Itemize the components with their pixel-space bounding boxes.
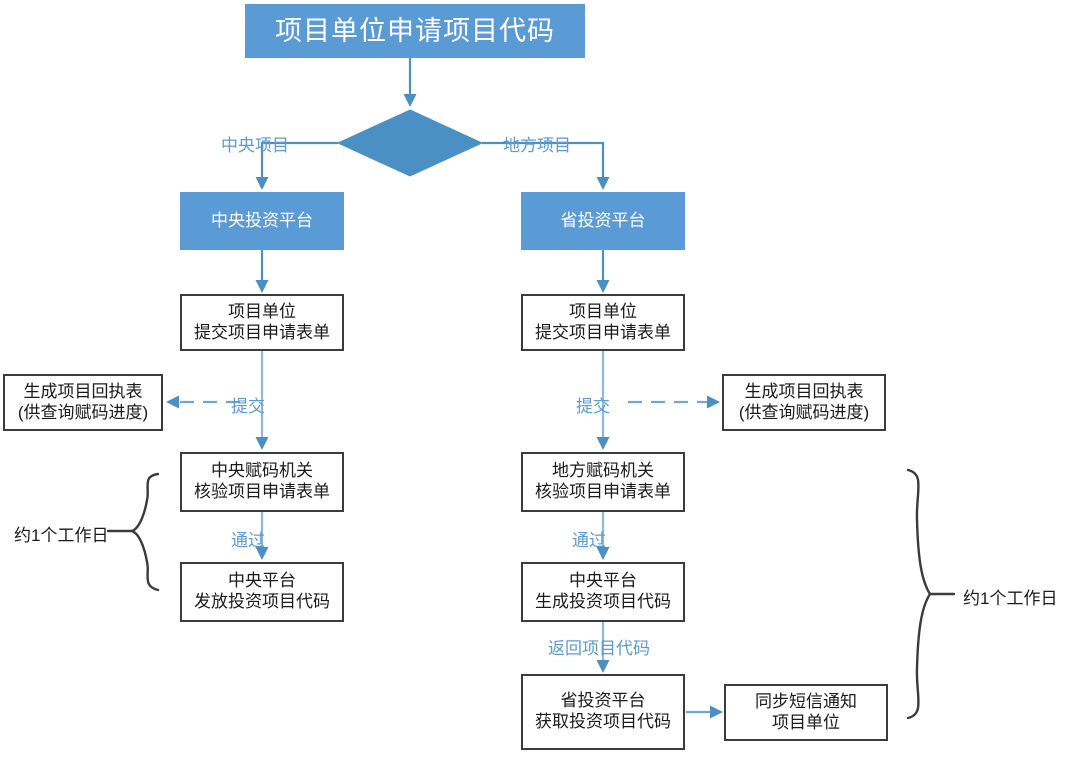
edge-label-right-pass: 通过	[572, 531, 606, 550]
node-right-receipt[interactable]: 生成项目回执表 (供查询赋码进度)	[722, 374, 886, 431]
node-right-submit-line2: 提交项目申请表单	[535, 322, 671, 342]
node-left-issue-line1: 中央平台	[228, 571, 296, 591]
node-province-fetch-line2: 获取投资项目代码	[535, 712, 671, 731]
brace-label-left: 约1个工作日	[14, 526, 109, 545]
node-right-generate-line1: 中央平台	[569, 571, 637, 591]
node-left-verify[interactable]: 中央赋码机关 核验项目申请表单	[180, 452, 344, 512]
node-left-issue-line2: 发放投资项目代码	[194, 592, 330, 611]
node-right-verify-line2: 核验项目申请表单	[535, 482, 671, 501]
node-right-submit[interactable]: 项目单位 提交项目申请表单	[521, 294, 685, 351]
node-left-receipt-line2: (供查询赋码进度)	[17, 402, 149, 422]
right-brace	[906, 468, 932, 720]
node-province-fetch-line1: 省投资平台	[560, 691, 646, 711]
brace-label-right: 约1个工作日	[963, 589, 1058, 608]
node-left-submit-line2: 提交项目申请表单	[194, 322, 330, 342]
decision-diamond	[336, 109, 484, 177]
node-title-text: 项目单位申请项目代码	[275, 15, 555, 46]
node-central-platform-line1: 中央投资平台	[211, 210, 313, 230]
node-left-submit-line1: 项目单位	[228, 301, 296, 321]
edge-label-left-pass: 通过	[231, 531, 265, 550]
node-province-fetch[interactable]: 省投资平台 获取投资项目代码	[521, 674, 685, 750]
node-left-verify-line2: 核验项目申请表单	[194, 482, 330, 501]
branch-label-right: 地方项目	[503, 136, 571, 155]
left-brace	[130, 472, 160, 592]
edge-label-return-code: 返回项目代码	[548, 639, 650, 658]
branch-label-left: 中央项目	[221, 136, 289, 155]
node-right-generate-line2: 生成投资项目代码	[535, 592, 671, 611]
node-left-receipt[interactable]: 生成项目回执表 (供查询赋码进度)	[3, 374, 163, 431]
node-right-generate[interactable]: 中央平台 生成投资项目代码	[521, 562, 685, 622]
edge-label-right-submit-dashed: 提交	[576, 397, 610, 416]
node-province-platform[interactable]: 省投资平台	[521, 192, 685, 250]
node-central-platform[interactable]: 中央投资平台	[180, 192, 344, 250]
node-right-submit-line1: 项目单位	[569, 301, 637, 321]
node-sms-notify-line2: 项目单位	[772, 712, 840, 732]
node-left-verify-line1: 中央赋码机关	[211, 461, 313, 481]
node-province-platform-line1: 省投资平台	[560, 210, 646, 230]
node-left-issue[interactable]: 中央平台 发放投资项目代码	[180, 562, 344, 622]
node-sms-notify-line1: 同步短信通知	[755, 691, 857, 711]
node-title[interactable]: 项目单位申请项目代码	[245, 4, 585, 58]
node-right-verify[interactable]: 地方赋码机关 核验项目申请表单	[521, 452, 685, 512]
node-right-receipt-line1: 生成项目回执表	[744, 381, 864, 401]
edge-label-left-submit-dashed: 提交	[231, 397, 265, 416]
node-sms-notify[interactable]: 同步短信通知 项目单位	[724, 684, 888, 741]
node-right-verify-line1: 地方赋码机关	[552, 461, 654, 481]
node-left-submit[interactable]: 项目单位 提交项目申请表单	[180, 294, 344, 351]
node-left-receipt-line1: 生成项目回执表	[23, 381, 143, 401]
node-right-receipt-line2: (供查询赋码进度)	[738, 402, 870, 422]
